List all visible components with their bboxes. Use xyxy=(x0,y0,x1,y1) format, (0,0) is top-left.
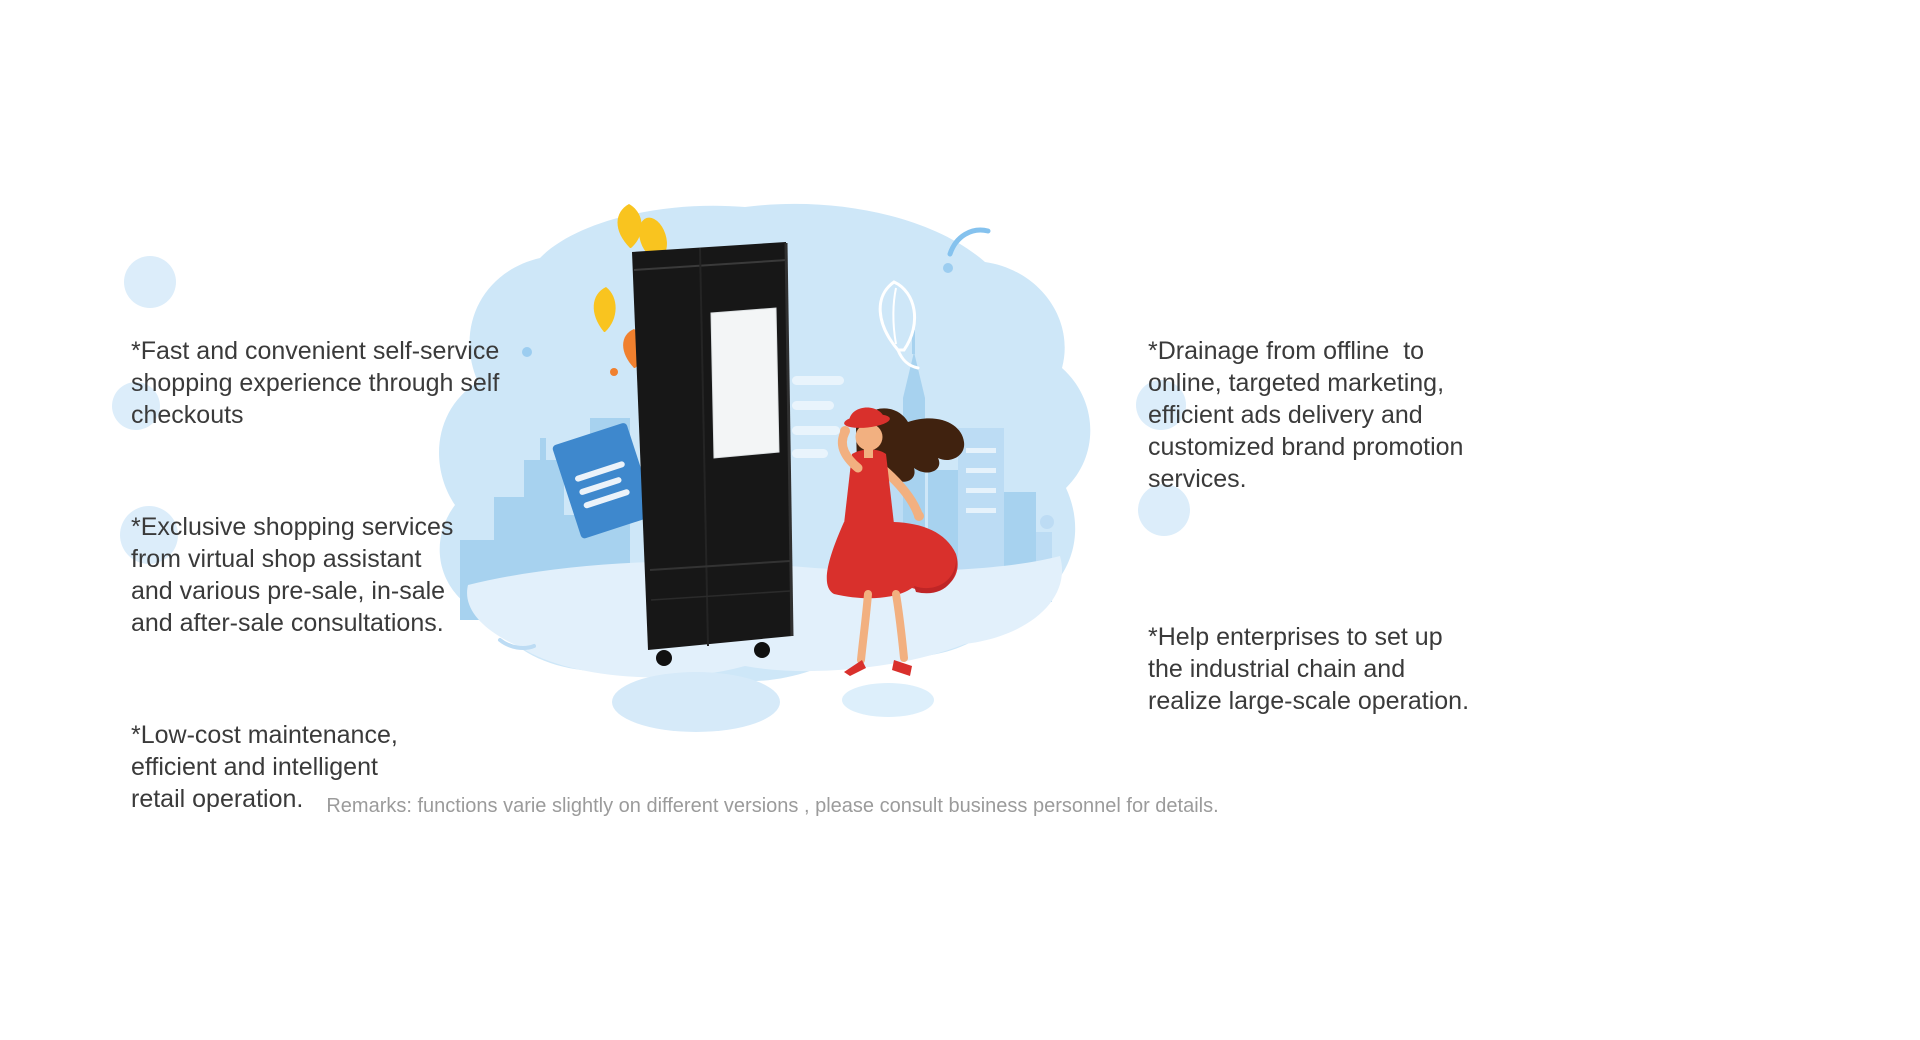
bullet-exclusive-services: *Exclusive shopping services from virtua… xyxy=(131,513,454,637)
skirt xyxy=(826,522,958,599)
accent-circle xyxy=(1138,484,1190,536)
bullet-drainage: *Drainage from offline to online, target… xyxy=(1148,337,1464,493)
blue-sign-card xyxy=(552,423,656,539)
decor-lines xyxy=(498,227,1054,650)
accent-circle xyxy=(112,382,160,430)
hat-crown xyxy=(849,407,885,421)
kiosk-screen xyxy=(710,307,780,459)
bullet-fast-self-service: *Fast and convenient self-service shoppi… xyxy=(131,337,500,429)
woman-in-red-dress xyxy=(826,407,965,676)
right-bullet-column: *Drainage from offline to online, target… xyxy=(1148,271,1528,797)
bullet-help-enterprises: *Help enterprises to set up the industri… xyxy=(1148,623,1470,715)
white-leaf-icon xyxy=(878,280,917,352)
remark-text: Remarks: functions varie slightly on dif… xyxy=(326,795,1219,817)
bullet-low-cost: *Low-cost maintenance, efficient and int… xyxy=(131,721,398,813)
accent-circle xyxy=(124,256,176,308)
vending-kiosk xyxy=(632,242,794,666)
shadows xyxy=(612,672,934,732)
accent-circle xyxy=(120,506,178,564)
accent-circle xyxy=(1136,380,1186,430)
left-bullet-column: *Fast and convenient self-service shoppi… xyxy=(131,271,551,895)
head xyxy=(855,423,883,451)
